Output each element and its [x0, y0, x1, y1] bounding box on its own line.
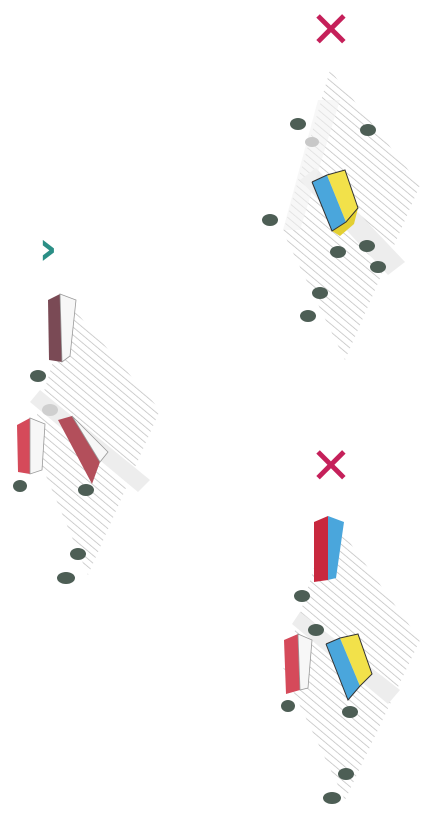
option-top-right-scene[interactable]	[0, 0, 430, 816]
